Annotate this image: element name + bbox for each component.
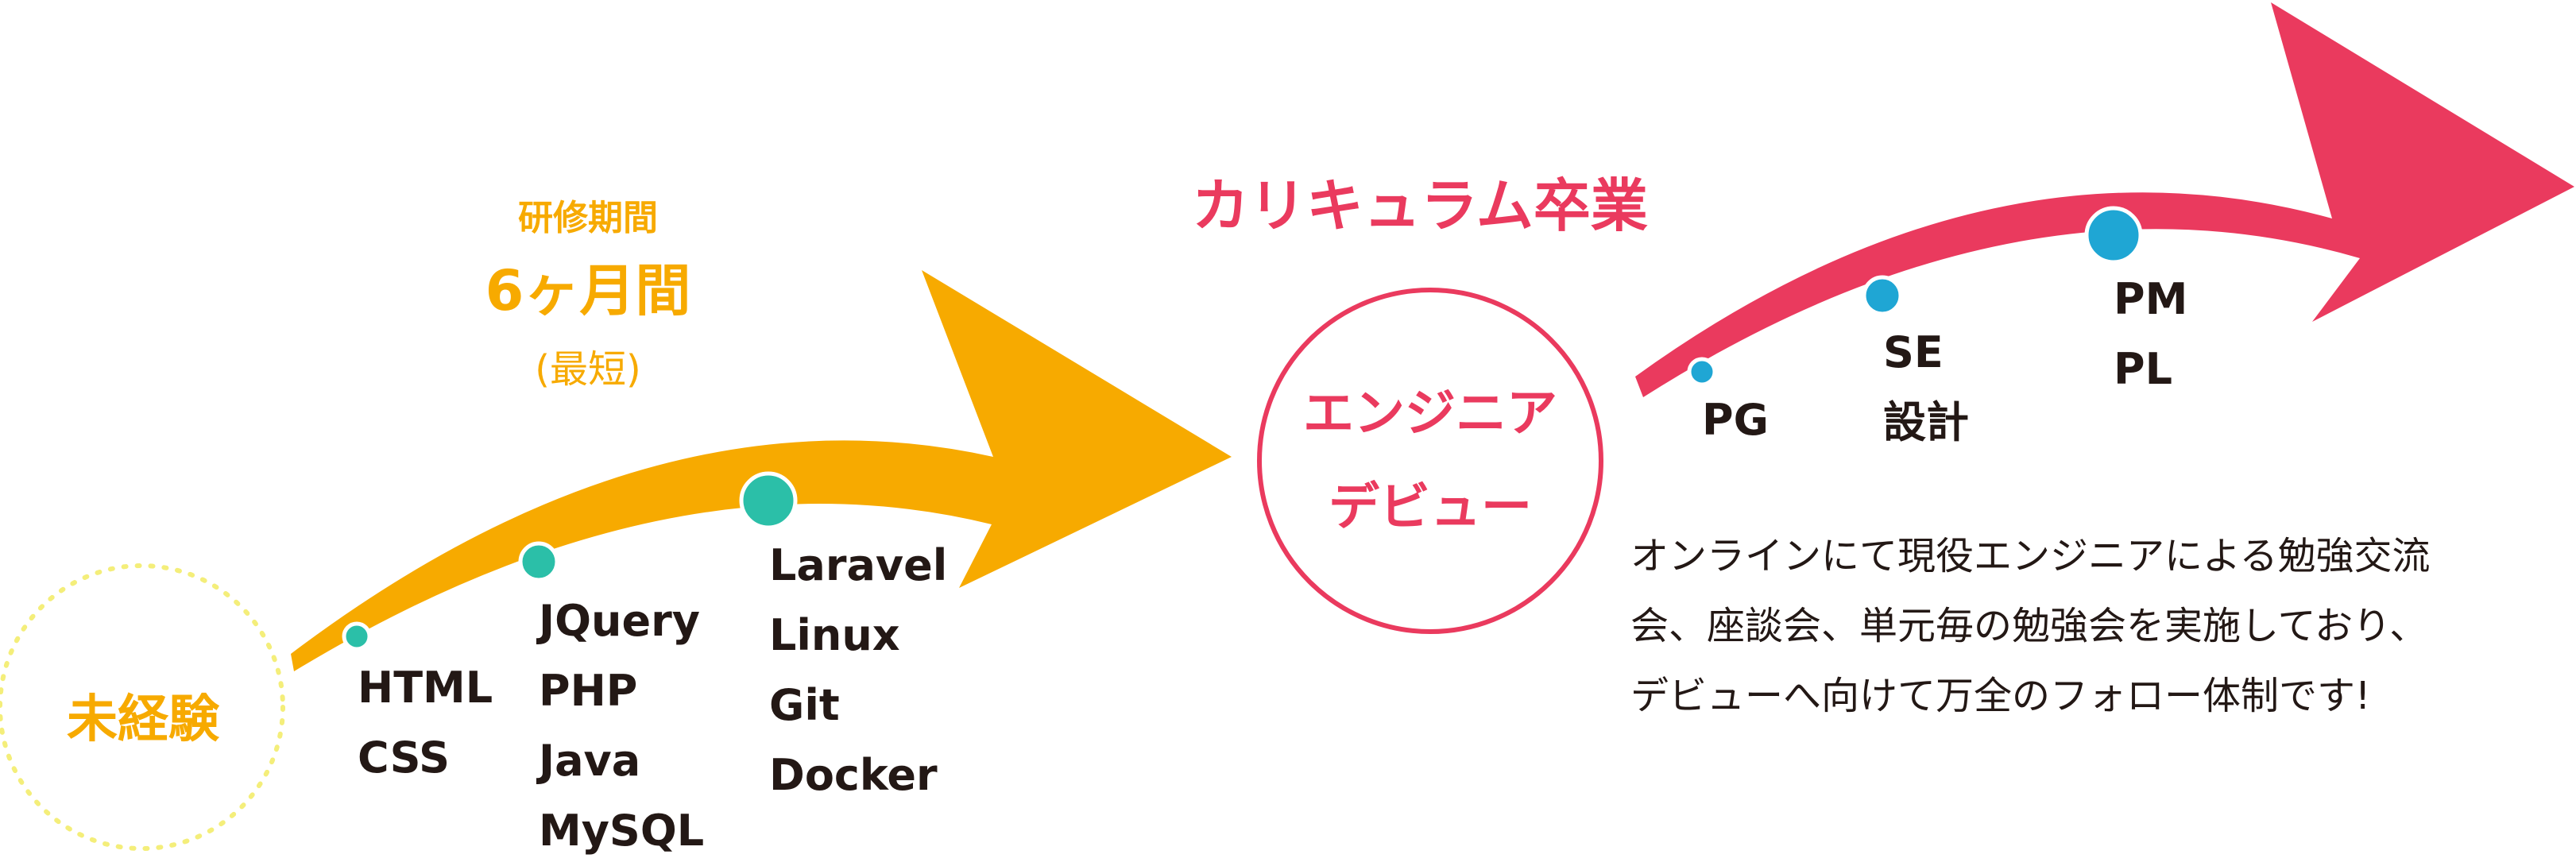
step-item: 設計: [1883, 397, 1969, 447]
step-item: MySQL: [539, 806, 705, 856]
step-item: CSS: [358, 733, 450, 783]
step-item: Docker: [769, 750, 938, 800]
step-item: Java: [539, 736, 641, 786]
dot-icon: [2084, 206, 2143, 265]
step-item: PL: [2114, 344, 2172, 394]
step-list: JQuery PHP Java MySQL: [539, 586, 704, 866]
step-list: SE 設計: [1883, 318, 1969, 458]
training-period-label: 研修期間: [518, 198, 658, 238]
description-line: オンラインにて現役エンジニアによる勉強交流: [1630, 534, 2431, 578]
description-line: デビューへ向けて万全のフォロー体制です!: [1630, 674, 2371, 718]
start-dotted-circle: [0, 563, 285, 851]
training-arrow: [291, 270, 1232, 671]
step-list: PM PL: [2114, 265, 2187, 404]
debut-badge: エンジニア デビュー: [1259, 367, 1601, 555]
dot-icon: [518, 541, 559, 582]
step-list: PG: [1702, 385, 1769, 455]
step-item: Laravel: [769, 540, 948, 590]
dot-icon: [1862, 275, 1903, 316]
training-duration: 6ヶ月間: [485, 258, 691, 323]
step-item: JQuery: [539, 596, 700, 646]
step-item: PG: [1702, 395, 1769, 445]
description-line: 会、座談会、単元毎の勉強会を実施しており、: [1630, 604, 2428, 648]
step-item: SE: [1883, 327, 1944, 377]
debut-circle: [1257, 288, 1603, 634]
step-item: Git: [769, 680, 840, 730]
step-item: PM: [2114, 274, 2188, 324]
debut-badge-line: デビュー: [1329, 478, 1532, 537]
career-arrow: [1635, 2, 2574, 397]
step-list: Laravel Linux Git Docker: [769, 531, 947, 810]
training-note: (最短): [535, 347, 641, 392]
step-list: HTML CSS: [358, 653, 493, 793]
step-item: HTML: [358, 663, 493, 713]
step-item: Linux: [769, 610, 900, 660]
debut-badge-line: エンジニア: [1303, 385, 1557, 443]
dot-icon: [1687, 357, 1717, 387]
step-item: PHP: [539, 666, 638, 716]
start-label: 未経験: [67, 690, 219, 749]
description: オンラインにて現役エンジニアによる勉強交流 会、座談会、単元毎の勉強会を実施して…: [1630, 521, 2431, 731]
graduation-heading: カリキュラム卒業: [1192, 172, 1648, 239]
dot-icon: [342, 621, 372, 651]
dot-icon: [739, 471, 798, 530]
